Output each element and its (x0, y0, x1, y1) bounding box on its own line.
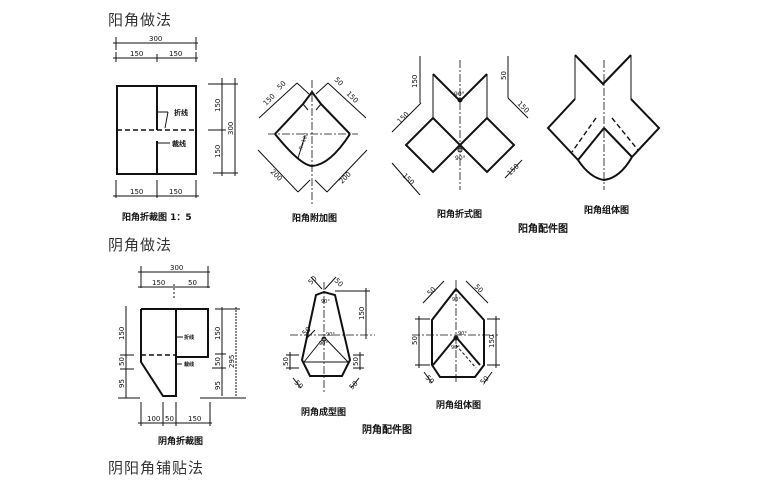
svg-text:150: 150 (118, 327, 126, 340)
svg-text:150: 150 (488, 335, 496, 348)
caption-yang-cut: 阳角折裁图 1：5 (122, 213, 192, 223)
svg-text:50: 50 (214, 357, 222, 366)
svg-text:150: 150 (506, 162, 521, 177)
caption-yang-assembly: 阳角组体图 (584, 206, 630, 216)
svg-text:50: 50 (333, 76, 345, 88)
svg-text:150: 150 (345, 90, 360, 105)
caption-yin-assembly: 阴角组体图 (436, 401, 482, 411)
dim-top-total: 300 (149, 35, 162, 43)
svg-text:50: 50 (293, 379, 305, 391)
svg-text:150: 150 (262, 92, 277, 107)
svg-text:50: 50 (473, 283, 485, 295)
svg-text:50: 50 (348, 379, 360, 391)
svg-text:90°: 90° (455, 155, 466, 162)
svg-text:300: 300 (227, 122, 235, 135)
svg-text:50: 50 (282, 357, 290, 366)
yang-attach-diagram: R=100 50 150 50 150 200 200 (257, 76, 368, 205)
yin-assembly-diagram: 90° 90° 90° 50 50 50 150 50 50 (411, 280, 500, 386)
yang-fold-diagram: 90° 90° 150 150 150 50 150 150 (391, 56, 531, 196)
svg-text:50: 50 (500, 71, 508, 80)
svg-text:150: 150 (214, 99, 222, 112)
svg-text:50: 50 (333, 277, 345, 289)
svg-text:90°: 90° (319, 341, 328, 347)
label-fold-line: 折线 (174, 108, 188, 117)
section-title-yang: 阳角做法 (108, 11, 173, 29)
svg-text:150: 150 (169, 188, 182, 196)
caption-yang-attach: 阳角附加图 (292, 214, 338, 224)
svg-text:150: 150 (214, 327, 222, 340)
svg-text:50: 50 (479, 374, 491, 386)
section-title-yinyang: 阴阳角铺贴法 (108, 459, 205, 477)
caption-yin-cut: 阴角折裁图 (158, 437, 204, 447)
caption-yang-parts: 阳角配件图 (518, 224, 568, 235)
svg-text:50: 50 (424, 374, 436, 386)
svg-text:150: 150 (358, 307, 366, 320)
caption-yin-parts: 阴角配件图 (362, 425, 412, 436)
svg-text:95: 95 (118, 379, 126, 388)
svg-text:150: 150 (401, 172, 416, 187)
svg-text:折线: 折线 (184, 334, 194, 341)
svg-text:90°: 90° (321, 299, 330, 305)
svg-text:95: 95 (214, 381, 222, 390)
caption-yang-fold: 阳角折式图 (437, 210, 483, 220)
svg-text:150: 150 (214, 145, 222, 158)
svg-text:R=100: R=100 (298, 132, 310, 150)
svg-text:50: 50 (188, 279, 197, 287)
svg-text:150: 150 (396, 110, 411, 125)
svg-text:200: 200 (338, 170, 353, 185)
svg-text:50: 50 (118, 357, 126, 366)
section-title-yin: 阴角做法 (108, 236, 173, 254)
caption-yin-formed: 阴角成型图 (301, 408, 347, 418)
svg-text:50: 50 (301, 325, 313, 337)
svg-text:150: 150 (169, 50, 182, 58)
svg-text:90°: 90° (451, 345, 460, 351)
svg-text:50: 50 (352, 357, 360, 366)
svg-text:150: 150 (152, 279, 165, 287)
svg-text:150: 150 (130, 188, 143, 196)
svg-text:100: 100 (147, 415, 160, 423)
svg-text:50: 50 (276, 79, 288, 91)
svg-text:90°: 90° (326, 332, 335, 338)
svg-text:50: 50 (307, 274, 319, 286)
svg-text:90°: 90° (458, 331, 467, 337)
svg-text:90°: 90° (454, 91, 465, 98)
svg-text:150: 150 (516, 100, 531, 115)
svg-text:90°: 90° (452, 297, 461, 303)
yang-assembly-diagram (546, 54, 661, 190)
svg-text:50: 50 (426, 285, 438, 297)
svg-text:裁线: 裁线 (184, 361, 194, 368)
yang-cut-diagram: 300 150 150 150 150 300 150 150 (113, 35, 238, 198)
yin-formed-diagram: 90° 90° 90° 50 50 150 50 50 50 50 50 (282, 274, 375, 392)
svg-text:150: 150 (130, 50, 143, 58)
svg-text:50: 50 (165, 415, 174, 423)
svg-text:50: 50 (411, 336, 419, 345)
svg-text:200: 200 (269, 168, 284, 183)
yin-cut-diagram: 300 150 50 折线 裁线 150 50 95 150 50 295 95 (118, 264, 246, 426)
svg-text:300: 300 (170, 264, 183, 272)
svg-text:295: 295 (228, 355, 236, 368)
svg-text:150: 150 (411, 75, 419, 88)
svg-text:150: 150 (188, 415, 201, 423)
label-cut-line: 裁线 (172, 139, 186, 148)
